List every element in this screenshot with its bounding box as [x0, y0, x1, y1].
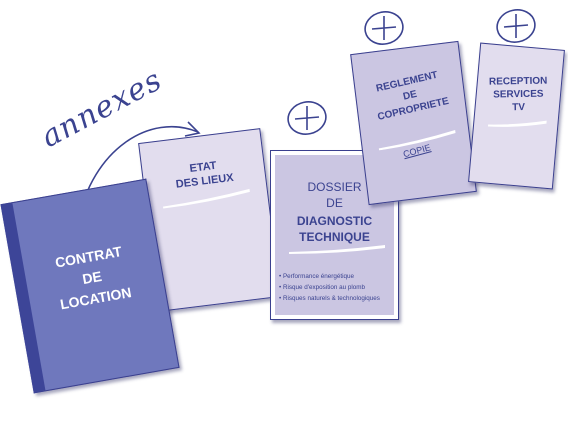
plus-circle-icon [496, 9, 536, 43]
dossier-title: DOSSIER DE [307, 180, 362, 210]
reception-services-tv-card: RECEPTION SERVICES TV [468, 42, 565, 190]
reception-title: RECEPTION SERVICES TV [488, 75, 548, 114]
swoosh-underline [289, 245, 385, 254]
bullet-item: • Performance énergétique [279, 273, 355, 280]
etat-des-lieux-card: ETAT DES LIEUX [138, 128, 281, 312]
contrat-title: CONTRAT DE LOCATION [53, 243, 133, 313]
bullet-item: • Risque d'exposition au plomb [279, 284, 366, 291]
swoosh-underline [378, 129, 456, 151]
bullet-item: • Risques naturels & technologiques [279, 295, 380, 302]
reglement-copropriete-card: REGLEMENT DE COPROPRIETE COPIE [350, 40, 477, 206]
plus-circle-icon [364, 11, 404, 45]
swoosh-underline [487, 120, 547, 127]
reglement-title: REGLEMENT DE COPROPRIETE [375, 69, 450, 123]
plus-circle-icon [287, 101, 327, 135]
diagnostic-title: DIAGNOSTIC TECHNIQUE [296, 214, 373, 244]
diagnostic-bullet-list: • Performance énergétique • Risque d'exp… [279, 271, 392, 304]
swoosh-underline [163, 188, 250, 209]
